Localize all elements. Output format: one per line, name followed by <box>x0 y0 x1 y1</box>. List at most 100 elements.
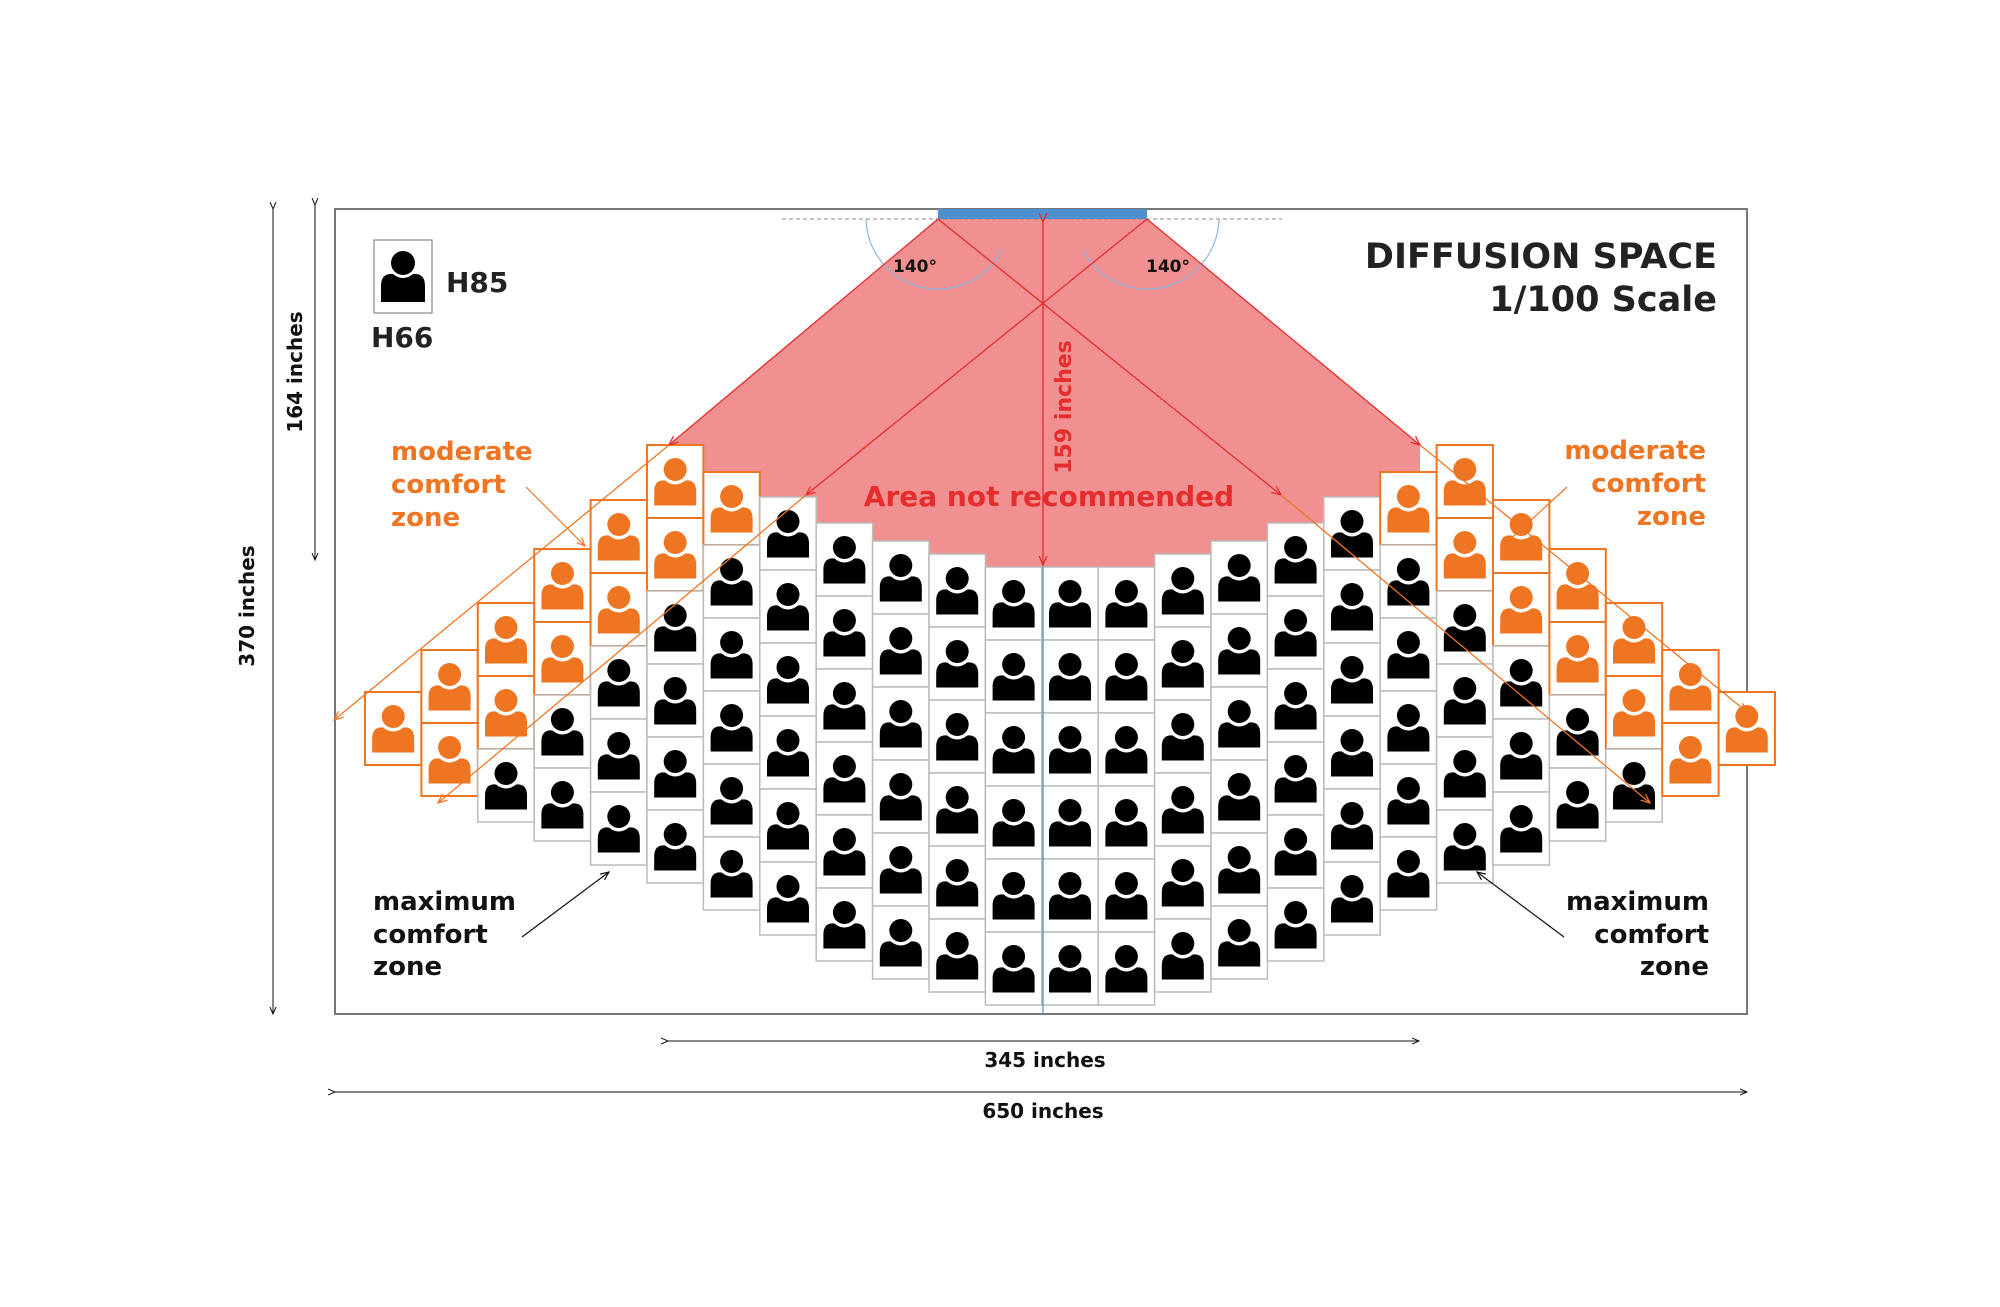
person-icon <box>1387 777 1430 825</box>
maximum-comfort-seat <box>1153 845 1212 920</box>
person-icon <box>1556 781 1599 829</box>
left-angle-arc <box>865 218 1003 290</box>
maximum-comfort-seat <box>984 566 1043 641</box>
seat-column <box>476 602 536 823</box>
person-icon <box>1387 485 1430 533</box>
person-icon <box>1387 704 1430 752</box>
moderate-comfort-seat <box>1717 691 1776 766</box>
person-icon <box>428 736 471 784</box>
maximum-comfort-seat <box>871 832 930 907</box>
maximum-comfort-seat <box>1097 639 1156 714</box>
maximum-comfort-seat <box>1379 617 1438 692</box>
person-icon <box>597 586 640 634</box>
cross-line-right <box>937 218 1281 495</box>
moderate-comfort-seat <box>1604 675 1664 750</box>
person-icon <box>767 729 809 777</box>
person-icon <box>992 945 1035 993</box>
maximum-comfort-seat <box>1323 569 1381 644</box>
moderate-comfort-seat <box>1604 602 1664 677</box>
title-line-1: DIFFUSION SPACE <box>1365 237 1717 277</box>
person-icon <box>654 823 697 871</box>
maximum-pointer-right <box>1477 872 1565 938</box>
person-icon <box>1669 736 1712 784</box>
seat-column <box>928 553 987 993</box>
person-icon <box>710 777 753 825</box>
maximum-comfort-seat <box>1492 791 1551 866</box>
right-angle-label: 140° <box>1146 257 1190 277</box>
seat-column <box>1548 548 1607 842</box>
person-icon <box>767 802 809 850</box>
person-icon <box>1274 536 1317 584</box>
moderate-comfort-seat <box>420 722 479 797</box>
moderate-comfort-seat <box>1548 621 1607 696</box>
person-icon <box>992 872 1035 920</box>
person-icon <box>428 663 471 711</box>
person-icon <box>1049 726 1091 774</box>
seat-column <box>1717 691 1776 766</box>
person-icon <box>823 682 866 730</box>
moderate-comfort-seat <box>1548 548 1607 623</box>
maximum-comfort-seat <box>1097 712 1156 787</box>
person-icon <box>710 704 753 752</box>
person-icon <box>654 677 697 725</box>
moderate-comfort-seat <box>476 675 536 750</box>
maximum-comfort-seat <box>702 763 761 838</box>
maximum-comfort-seat <box>1492 645 1551 720</box>
maximum-comfort-seat <box>1492 718 1551 793</box>
seat-column <box>533 548 592 842</box>
moderate-outer-line-right <box>1419 444 1747 712</box>
person-icon <box>879 627 922 675</box>
person-icon <box>1443 750 1486 798</box>
person-icon <box>1105 945 1148 993</box>
legend-seat-box <box>373 239 433 314</box>
maximum-comfort-seat <box>1153 772 1212 847</box>
right-edge-line <box>1146 218 1420 445</box>
person-icon <box>767 510 809 558</box>
person-icon <box>654 531 697 579</box>
maximum-comfort-seat <box>1548 694 1607 769</box>
person-icon <box>1161 786 1204 834</box>
person-icon <box>1500 586 1543 634</box>
room-depth-label: 370 inches <box>235 545 259 666</box>
person-icon <box>541 781 584 829</box>
person-icon <box>1500 805 1543 853</box>
person-icon <box>1669 663 1712 711</box>
maximum-comfort-seat <box>702 836 761 911</box>
maximum-comfort-seat <box>702 617 761 692</box>
moderate-comfort-seat <box>1661 649 1720 724</box>
cross-line-left <box>806 218 1148 495</box>
maximum-comfort-seat <box>1379 544 1438 619</box>
maximum-comfort-seat <box>533 767 592 842</box>
seat-column <box>589 499 648 866</box>
maximum-comfort-seat <box>1323 496 1381 571</box>
person-icon <box>767 875 809 923</box>
person-icon <box>597 732 640 780</box>
screen-to-seats-dimension: 159 inches <box>1052 340 1077 474</box>
person-icon <box>1331 656 1373 704</box>
person-icon <box>710 558 753 606</box>
maximum-comfort-seat <box>1266 814 1325 889</box>
maximum-comfort-seat <box>1097 566 1156 641</box>
maximum-comfort-seat <box>1266 595 1325 670</box>
maximum-comfort-seat <box>759 496 817 571</box>
maximum-comfort-seat <box>477 748 535 823</box>
maximum-comfort-seat <box>759 715 817 790</box>
seat-column <box>1435 444 1494 884</box>
maximum-comfort-seat <box>871 540 930 615</box>
moderate-comfort-seat <box>589 499 648 574</box>
maximum-comfort-seat <box>1605 748 1663 823</box>
maximum-comfort-seat <box>871 759 930 834</box>
maximum-comfort-seat <box>1153 553 1212 628</box>
person-icon <box>1331 729 1373 777</box>
maximum-comfort-seat <box>871 686 930 761</box>
moderate-comfort-seat <box>702 471 761 546</box>
person-icon <box>823 536 866 584</box>
person-icon <box>767 656 809 704</box>
moderate-comfort-seat <box>1492 572 1551 647</box>
maximum-comfort-seat <box>984 639 1043 714</box>
maximum-comfort-seat <box>984 712 1043 787</box>
